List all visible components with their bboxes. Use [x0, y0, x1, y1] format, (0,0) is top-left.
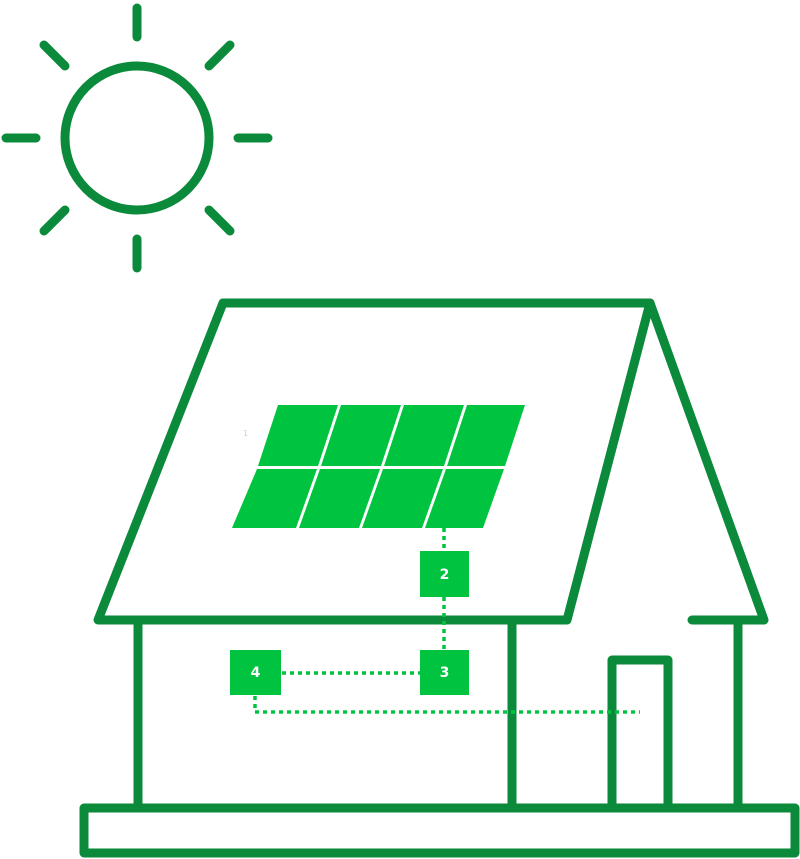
door-icon	[607, 655, 673, 813]
meter-box	[420, 650, 469, 695]
solar-cell	[321, 405, 401, 466]
roof-front	[93, 298, 655, 625]
roof-gable	[645, 298, 769, 625]
inverter-label: 2	[440, 567, 450, 583]
sun-disc	[60, 61, 214, 215]
sun-ray-top-left	[39, 40, 70, 71]
solar-cell	[232, 469, 317, 528]
sun-ray-top-right	[204, 40, 235, 71]
inverter-badge: 2	[420, 551, 469, 597]
solar-cell	[425, 469, 504, 528]
solar-cell	[299, 469, 380, 528]
inverter-box	[420, 551, 469, 597]
battery-label: 4	[251, 665, 261, 681]
battery-badge: 4	[230, 650, 281, 695]
meter-badge: 3	[420, 650, 469, 695]
sun-ray-bottom-left	[39, 205, 70, 236]
solar-cell	[384, 405, 464, 466]
solar-cell	[258, 405, 338, 466]
sun-icon	[1, 3, 273, 273]
house-foundation	[79, 803, 800, 858]
wire-battery-to-door	[253, 696, 640, 714]
battery-box	[230, 650, 281, 695]
solar-cell	[447, 405, 525, 466]
sun-ray-bottom-right	[204, 205, 235, 236]
house-icon	[79, 298, 800, 858]
solar-panel-icon	[232, 405, 525, 528]
solar-cell	[362, 469, 443, 528]
panel-marker-label: 1	[243, 429, 248, 438]
wiring	[253, 528, 640, 714]
meter-label: 3	[440, 665, 450, 681]
